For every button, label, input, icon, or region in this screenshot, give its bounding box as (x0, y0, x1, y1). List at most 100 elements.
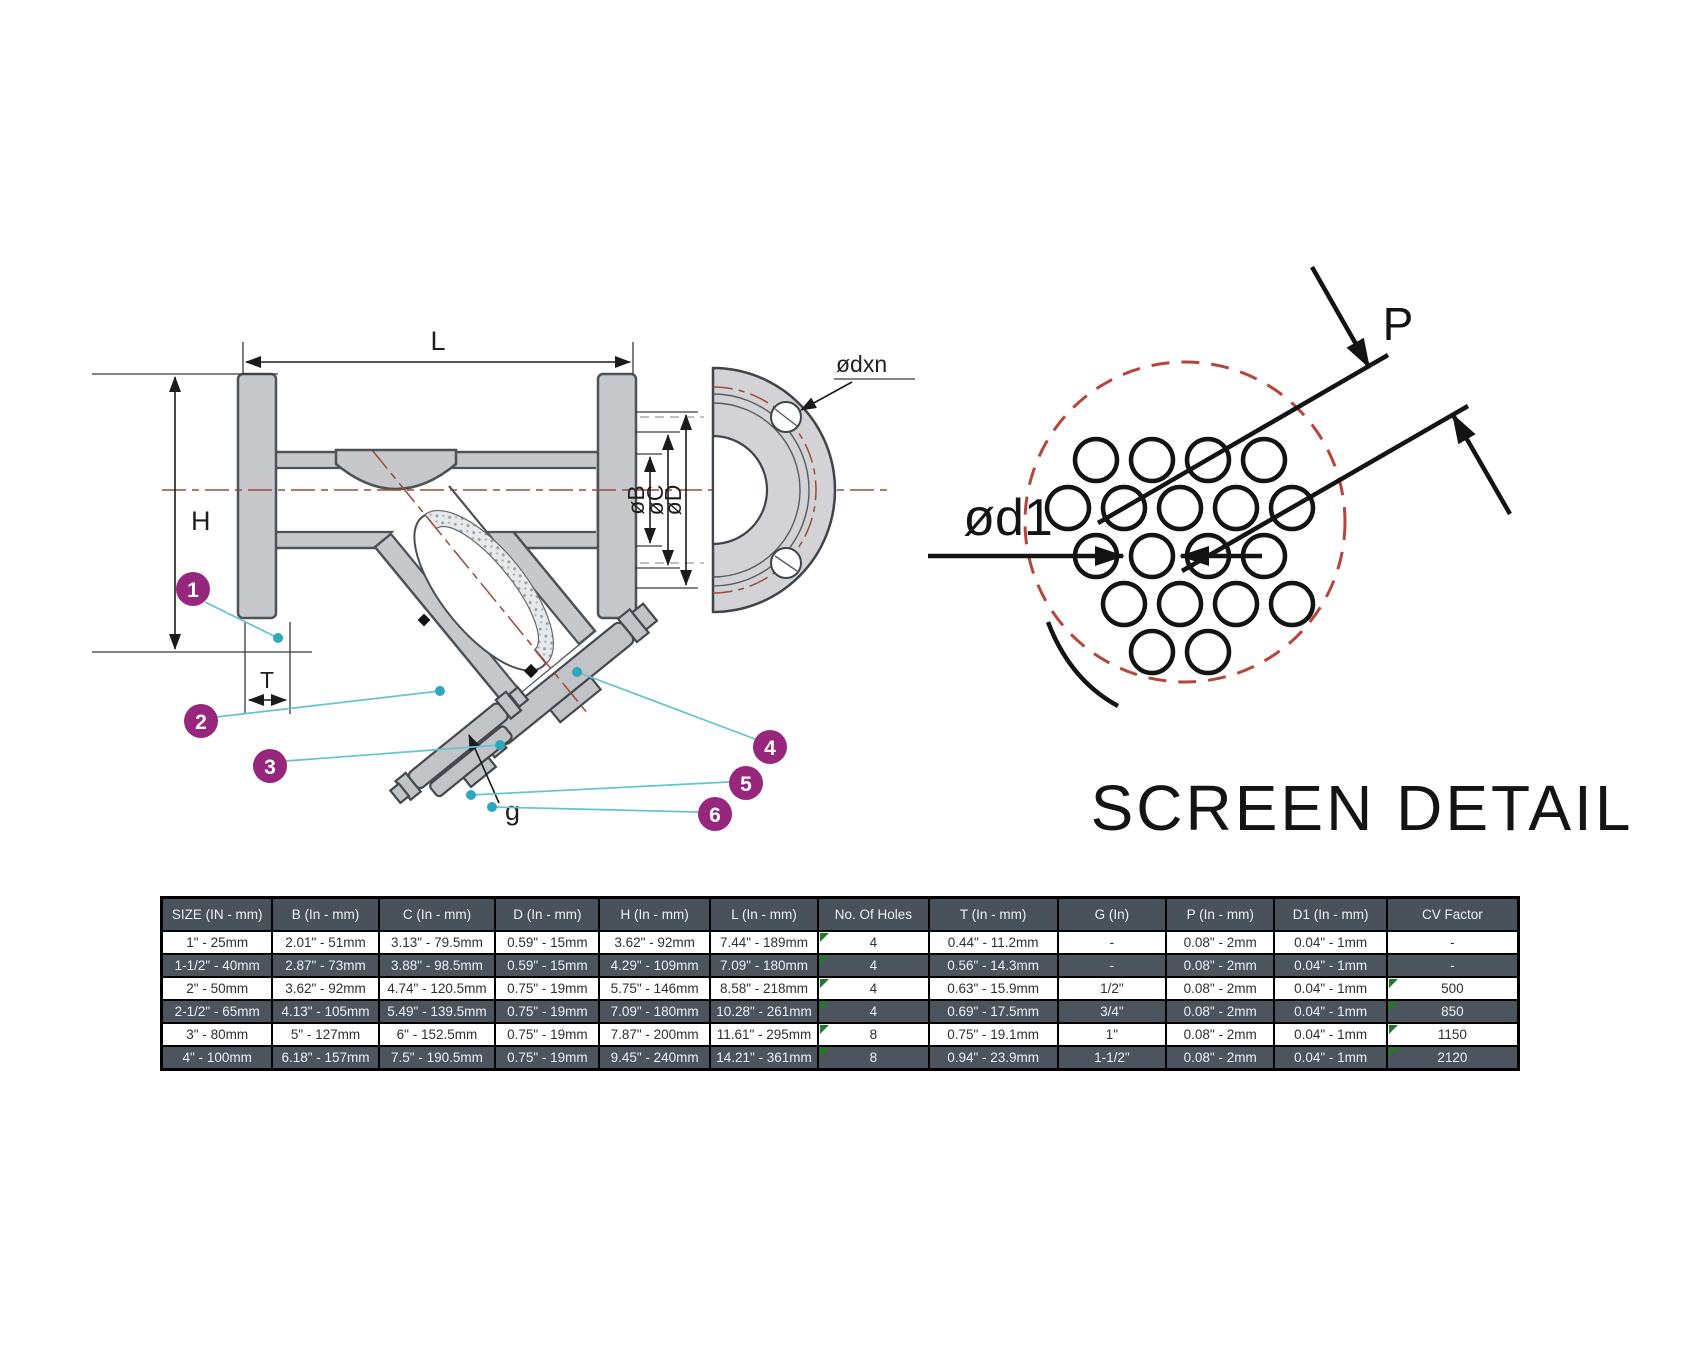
column-header: T (In - mm) (930, 899, 1059, 930)
table-cell: 4 (819, 1001, 930, 1022)
table-cell: 0.08" - 2mm (1167, 978, 1276, 999)
pitch-line-a (1096, 353, 1390, 525)
table-cell: 0.94" - 23.9mm (930, 1047, 1059, 1068)
screen-basket (413, 509, 554, 672)
perforation-hole (1268, 484, 1316, 532)
flag-triangle-icon (1388, 1002, 1398, 1011)
table-cell: 0.75" - 19mm (496, 1047, 601, 1068)
table-cell: 0.59" - 15mm (496, 932, 601, 953)
callout-6: 6 (698, 797, 732, 831)
flag-triangle-icon (1388, 1025, 1398, 1034)
dim-oC-label: øC (642, 485, 668, 516)
table-cell: 0.08" - 2mm (1167, 1001, 1276, 1022)
flange-half-disc (711, 366, 837, 614)
callout-5: 5 (729, 766, 763, 800)
column-header: D1 (In - mm) (1275, 899, 1388, 930)
perforation-hole (1156, 484, 1204, 532)
perforation-hole (1100, 580, 1148, 628)
table-cell: 1-1/2" (1059, 1047, 1168, 1068)
section-mark (417, 613, 431, 627)
svg-text:4: 4 (764, 737, 776, 760)
table-cell: 3/4" (1059, 1001, 1168, 1022)
dim-oD-label: øD (660, 485, 686, 516)
table-cell: 0.59" - 15mm (496, 955, 601, 976)
section-mark (523, 663, 539, 679)
table-cell: 9.45" - 240mm (600, 1047, 711, 1068)
table-cell: 3.62" - 92mm (600, 932, 711, 953)
screen-boundary-circle (1023, 360, 1347, 684)
svg-text:1: 1 (187, 579, 199, 602)
strainer-section-view (162, 372, 892, 805)
dim-T: T (244, 622, 291, 714)
dim-H-label: H (191, 506, 211, 536)
outlet-flange (596, 372, 638, 620)
table-cell: 2120 (1388, 1047, 1517, 1068)
column-header: H (In - mm) (600, 899, 711, 930)
perforation-hole (1156, 580, 1204, 628)
table-cell: 0.08" - 2mm (1167, 955, 1276, 976)
column-header: C (In - mm) (380, 899, 497, 930)
table-cell: 6.18" - 157mm (273, 1047, 380, 1068)
flag-triangle-icon (820, 979, 830, 988)
table-cell: 3" - 80mm (163, 1024, 274, 1045)
table-cell: 0.75" - 19mm (496, 1024, 601, 1045)
table-cell: 850 (1388, 1001, 1517, 1022)
perforation-hole (1212, 580, 1260, 628)
column-header: No. Of Holes (819, 899, 930, 930)
callout-4: 4 (753, 730, 787, 764)
column-header: P (In - mm) (1167, 899, 1276, 930)
table-cell: 10.28" - 261mm (711, 1001, 820, 1022)
pitch-arrow-1 (1310, 265, 1371, 369)
table-cell: 3.62" - 92mm (273, 978, 380, 999)
column-header: D (In - mm) (496, 899, 601, 930)
table-cell: 6" - 152.5mm (380, 1024, 497, 1045)
flag-triangle-icon (820, 1048, 830, 1057)
flag-triangle-icon (1388, 979, 1398, 988)
spec-table: SIZE (IN - mm)B (In - mm)C (In - mm)D (I… (160, 896, 1520, 1071)
drain-cap (388, 685, 530, 805)
callout-1: 1 (176, 572, 210, 606)
hole-dia-label: ød1 (963, 489, 1053, 547)
perforation-hole (1128, 436, 1176, 484)
perforation-hole (1128, 532, 1176, 580)
flag-triangle-icon (820, 1002, 830, 1011)
table-cell: 2.01" - 51mm (273, 932, 380, 953)
table-cell: 7.87" - 200mm (600, 1024, 711, 1045)
table-cell: 7.09" - 180mm (600, 1001, 711, 1022)
pitch-line-b (1180, 404, 1470, 573)
perforation-hole (1128, 628, 1176, 676)
bolt-circle (712, 386, 817, 594)
table-cell: 1-1/2" - 40mm (163, 955, 274, 976)
table-header-row: SIZE (IN - mm)B (In - mm)C (In - mm)D (I… (163, 899, 1517, 932)
table-cell: 0.08" - 2mm (1167, 1024, 1276, 1045)
table-cell: 2" - 50mm (163, 978, 274, 999)
table-cell: 4.74" - 120.5mm (380, 978, 497, 999)
dim-oB-label: øB (623, 485, 649, 514)
dim-L-label: L (430, 326, 445, 356)
dim-T-label: T (260, 667, 274, 693)
svg-text:3: 3 (264, 756, 276, 779)
table-cell: - (1450, 958, 1455, 973)
table-cell: 0.04" - 1mm (1275, 955, 1388, 976)
table-cell: 7.44" - 189mm (711, 932, 820, 953)
screen-detail-caption: SCREEN DETAIL (1091, 772, 1634, 844)
table-cell: 7.09" - 180mm (711, 955, 820, 976)
dim-diameters: øB øC øD (623, 411, 698, 589)
table-cell: 0.08" - 2mm (1167, 1047, 1276, 1068)
callout-3: 3 (253, 749, 287, 783)
table-cell: 8 (819, 1047, 930, 1068)
junction-cusp (334, 448, 458, 491)
table-cell: - (1059, 932, 1168, 953)
column-header: SIZE (IN - mm) (163, 899, 274, 930)
table-cell: 0.56" - 14.3mm (930, 955, 1059, 976)
table-cell: 1" - 25mm (163, 932, 274, 953)
column-header: CV Factor (1422, 907, 1483, 922)
column-header: G (In) (1059, 899, 1168, 930)
bolt-hole-label: ødxn (836, 351, 887, 377)
dim-H: H (92, 373, 312, 653)
